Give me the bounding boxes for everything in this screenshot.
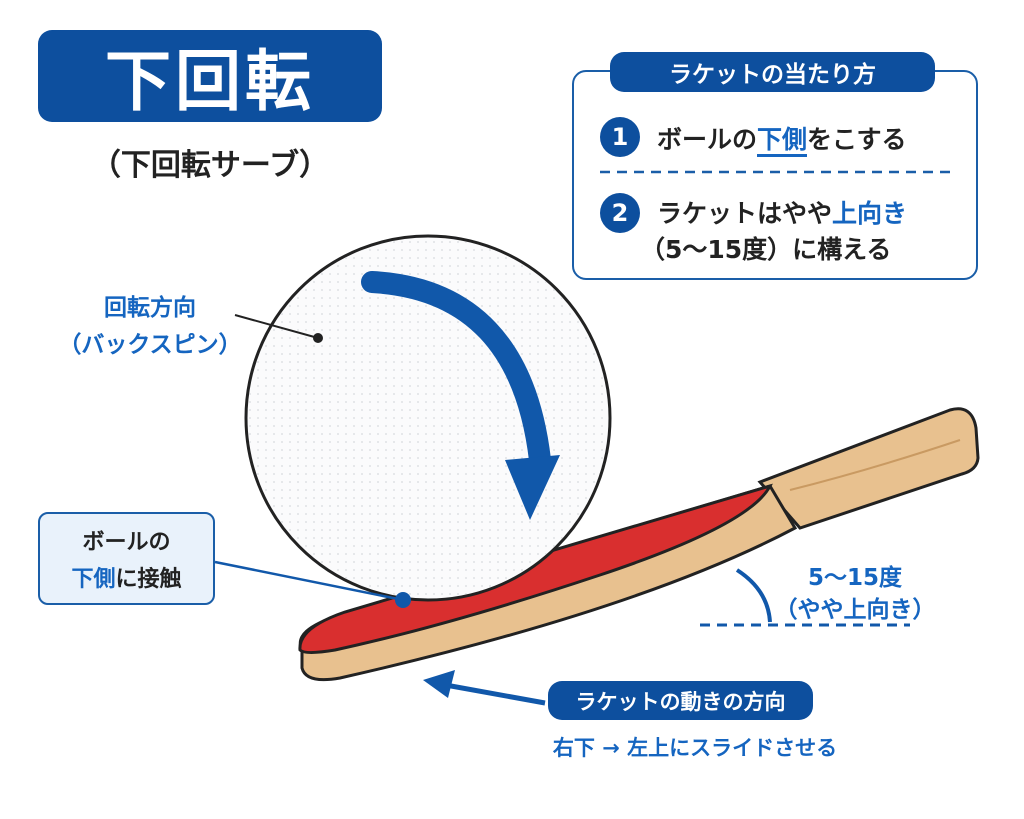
angle-sublabel: （やや上向き） [774,597,936,623]
step-text: ボールの [657,125,758,154]
contact-highlight: 下側 [71,567,116,592]
step-1-text: ボールの下側をこする [657,120,907,157]
motion-pill: ラケットの動きの方向 [548,681,813,720]
step-text: ラケットはやや [657,199,833,228]
step-2-text: ラケットはやや上向き [657,194,907,230]
ball [244,234,612,602]
step-number: 1 [600,117,640,157]
contact-point [395,592,411,608]
rotation-label: 回転方向 [104,295,196,321]
contact-label-box: ボールの 下側に接触 [38,512,215,605]
contact-suffix: に接触 [115,567,182,592]
motion-description: 右下 → 左上にスライドさせる [552,736,838,760]
subtitle: （下回転サーブ） [90,148,330,183]
paddle [298,407,980,682]
backspin-arrow-icon [361,271,551,471]
step-highlight: 上向き [832,199,908,228]
step-text: をこする [807,125,907,154]
paddle-rubber [298,483,773,654]
contact-label: ボールの [82,530,171,555]
step-2-line2: （5〜15度）に構える [640,235,892,264]
page-title: 下回転 [38,30,382,122]
rotation-sublabel: （バックスピン） [58,332,242,358]
contact-label-line2: 下側に接触 [40,561,213,598]
step-highlight: 下側 [757,125,808,157]
panel-heading: ラケットの当たり方 [610,52,935,92]
angle-label: 5〜15度 [807,565,902,591]
step-number: 2 [600,193,640,233]
